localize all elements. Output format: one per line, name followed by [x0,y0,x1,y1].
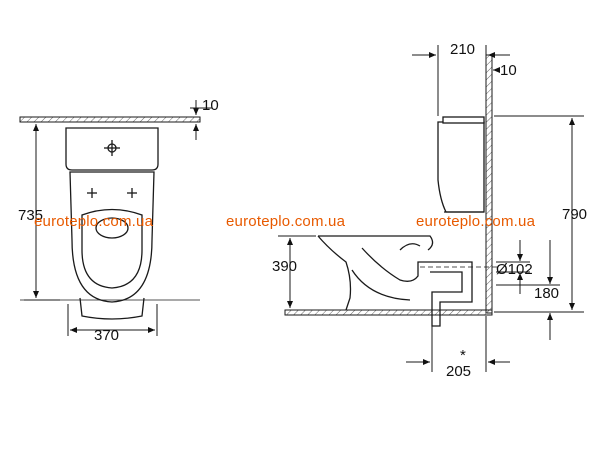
side-pipe-diameter-label: Ø102 [496,261,533,278]
side-dimensions [278,45,584,372]
side-outlet-height-label: 180 [534,285,559,302]
front-width-label: 370 [94,327,119,344]
front-view [19,116,201,320]
side-bowl [317,235,434,311]
side-outlet-distance-label: 205 [446,363,471,380]
side-height-label: 790 [562,206,587,223]
watermark-right: euroteplo.com.ua [416,213,536,230]
watermark-center: euroteplo.com.ua [226,213,346,230]
front-wall-ledge [19,116,201,123]
front-bowl [69,171,155,303]
side-asterisk-label: * [460,347,466,364]
front-height-label: 735 [18,207,43,224]
side-wall [485,54,493,314]
side-cistern [437,116,485,213]
side-seat-height-label: 390 [272,258,297,275]
front-dimensions [24,100,212,336]
side-depth-label: 210 [450,41,475,58]
side-view [284,54,500,327]
front-cistern [65,127,159,171]
watermark-left: euroteplo.com.ua [34,213,154,230]
front-gap-label: 10 [202,97,219,114]
side-floor [284,309,493,316]
side-wall-gap-label: 10 [500,62,517,79]
front-foot [79,297,145,320]
side-outlet-pipe [420,261,500,327]
